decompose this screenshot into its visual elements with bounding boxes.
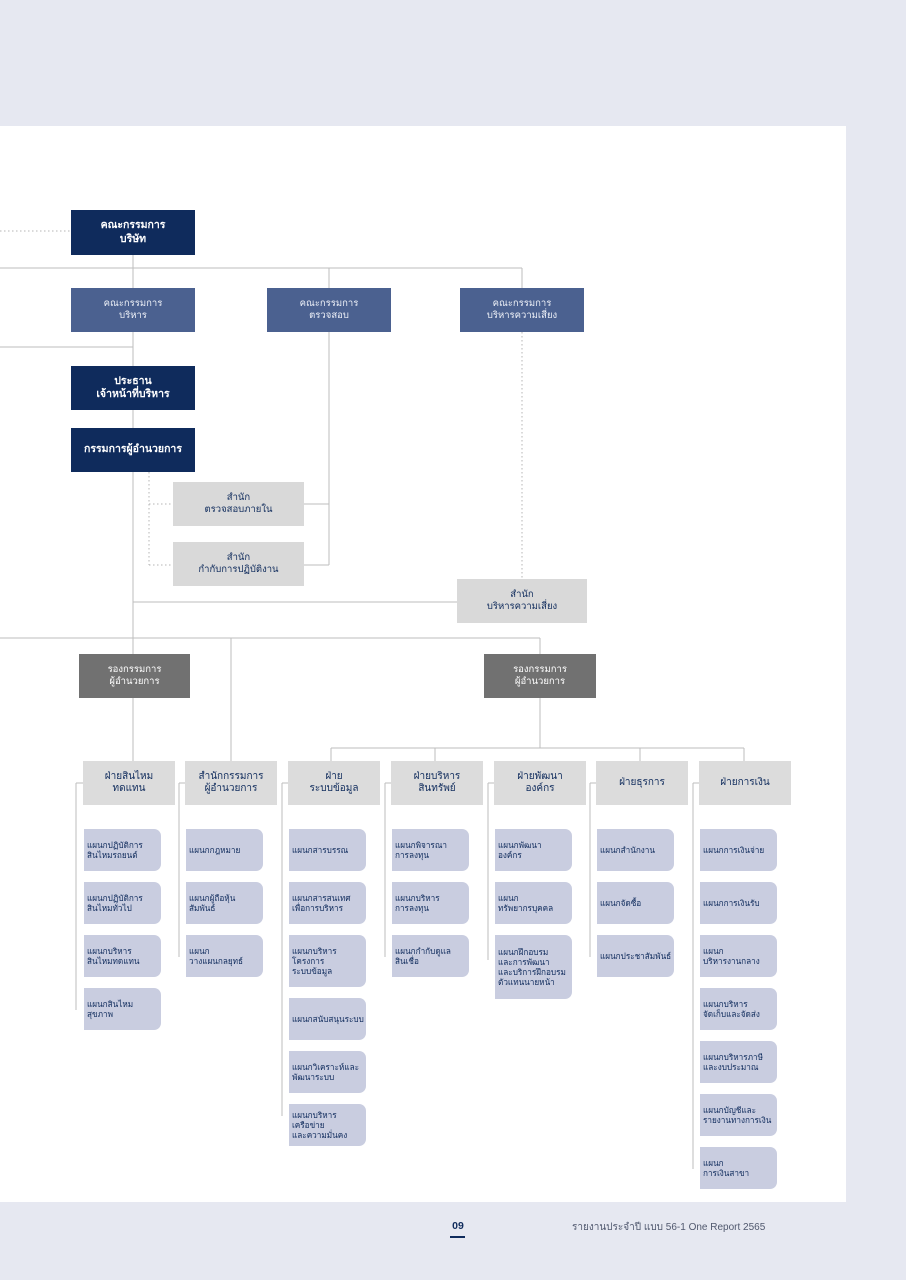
section-box: แผนกวิเคราะห์และ พัฒนาระบบ (289, 1051, 366, 1093)
department-header: ฝ่าย ระบบข้อมูล (288, 761, 380, 805)
section-box: แผนก ทรัพยากรบุคคล (495, 882, 572, 924)
board-box: คณะกรรมการ บริษัท (71, 210, 195, 255)
section-box: แผนกบริหารภาษี และงบประมาณ (700, 1041, 777, 1083)
section-box: แผนกปฏิบัติการ สินไหมทั่วไป (84, 882, 161, 924)
section-box: แผนกบัญชีและ รายงานทางการเงิน (700, 1094, 777, 1136)
executive-committee-box: คณะกรรมการ บริหาร (71, 288, 195, 332)
audit-committee-box: คณะกรรมการ ตรวจสอบ (267, 288, 391, 332)
section-box: แผนกบริหาร โครงการ ระบบข้อมูล (289, 935, 366, 987)
department-header: ฝ่ายการเงิน (699, 761, 791, 805)
section-box: แผนก วางแผนกลยุทธ์ (186, 935, 263, 977)
ceo-box: ประธาน เจ้าหน้าที่บริหาร (71, 366, 195, 410)
section-box: แผนกพัฒนา องค์กร (495, 829, 572, 871)
section-box: แผนกการเงินรับ (700, 882, 777, 924)
section-box: แผนกบริหาร จัดเก็บและจัดส่ง (700, 988, 777, 1030)
deputy-md-left-box: รองกรรมการ ผู้อำนวยการ (79, 654, 190, 698)
section-box: แผนกปฏิบัติการ สินไหมรถยนต์ (84, 829, 161, 871)
page-number: 09 (452, 1220, 464, 1232)
section-box: แผนกพิจารณา การลงทุน (392, 829, 469, 871)
section-box: แผนกประชาสัมพันธ์ (597, 935, 674, 977)
section-box: แผนกสารสนเทศ เพื่อการบริหาร (289, 882, 366, 924)
section-box: แผนกการเงินจ่าย (700, 829, 777, 871)
department-header: ฝ่ายสินไหม ทดแทน (83, 761, 175, 805)
section-box: แผนกกำกับดูแล สินเชื่อ (392, 935, 469, 977)
compliance-office-box: สำนัก กำกับการปฏิบัติงาน (173, 542, 304, 586)
deputy-md-right-box: รองกรรมการ ผู้อำนวยการ (484, 654, 596, 698)
section-box: แผนกสำนักงาน (597, 829, 674, 871)
department-header: ฝ่ายบริหาร สินทรัพย์ (391, 761, 483, 805)
section-box: แผนกฝึกอบรม และการพัฒนา และบริการฝึกอบรม… (495, 935, 572, 999)
managing-director-box: กรรมการผู้อำนวยการ (71, 428, 195, 472)
department-header: ฝ่ายธุรการ (596, 761, 688, 805)
section-box: แผนกบริหาร เครือข่าย และความมั่นคง (289, 1104, 366, 1146)
section-box: แผนกสารบรรณ (289, 829, 366, 871)
section-box: แผนกบริหาร สินไหมทดแทน (84, 935, 161, 977)
risk-committee-box: คณะกรรมการ บริหารความเสี่ยง (460, 288, 584, 332)
section-box: แผนกกฎหมาย (186, 829, 263, 871)
section-box: แผนกสินไหมสุขภาพ (84, 988, 161, 1030)
risk-management-office-box: สำนัก บริหารความเสี่ยง (457, 579, 587, 623)
section-box: แผนกบริหาร การลงทุน (392, 882, 469, 924)
department-header: ฝ่ายพัฒนา องค์กร (494, 761, 586, 805)
page-number-underline (450, 1236, 465, 1238)
section-box: แผนก การเงินสาขา (700, 1147, 777, 1189)
department-header: สำนักกรรมการ ผู้อำนวยการ (185, 761, 277, 805)
section-box: แผนกผู้ถือหุ้น สัมพันธ์ (186, 882, 263, 924)
section-box: แผนกสนับสนุนระบบ (289, 998, 366, 1040)
section-box: แผนก บริหารงานกลาง (700, 935, 777, 977)
section-box: แผนกจัดซื้อ (597, 882, 674, 924)
internal-audit-office-box: สำนัก ตรวจสอบภายใน (173, 482, 304, 526)
report-title: รายงานประจำปี แบบ 56-1 One Report 2565 (572, 1222, 766, 1233)
